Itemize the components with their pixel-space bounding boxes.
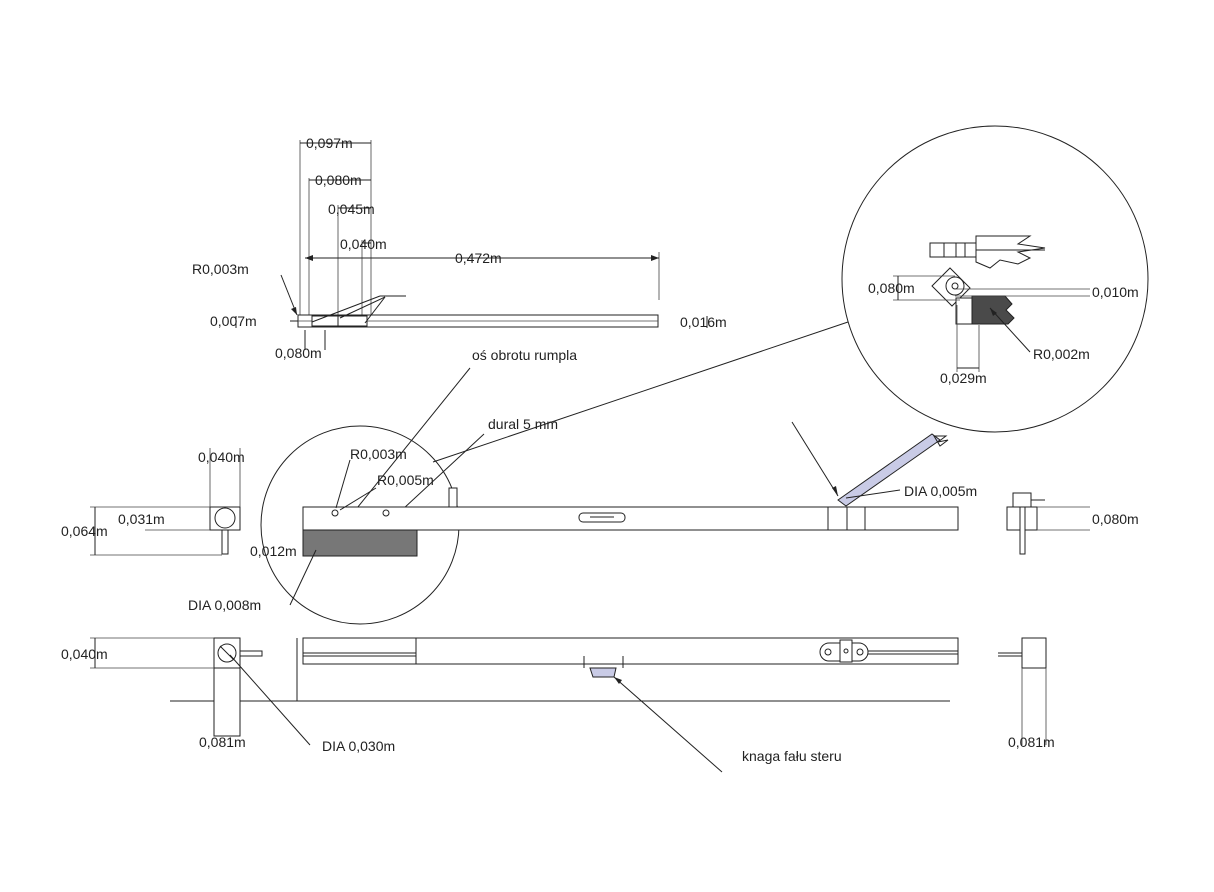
detail-dim-029: 0,029m xyxy=(940,370,987,386)
label-dural: dural 5 mm xyxy=(488,416,558,432)
mid-dim-080: 0,080m xyxy=(1092,511,1139,527)
mid-dia-008: DIA 0,008m xyxy=(188,597,261,613)
radius-top: R0,003m xyxy=(192,261,249,277)
bottom-dia-030: DIA 0,030m xyxy=(322,738,395,754)
detail-radius: R0,002m xyxy=(1033,346,1090,362)
detail-dim-010: 0,010m xyxy=(1092,284,1139,300)
bottom-dim-081-right: 0,081m xyxy=(1008,734,1055,750)
mid-radius-1: R0,003m xyxy=(350,446,407,462)
bottom-view xyxy=(90,637,1047,773)
dim-top-016: 0,016m xyxy=(680,314,727,330)
mid-dim-064: 0,064m xyxy=(61,523,108,539)
mid-dim-012: 0,012m xyxy=(250,543,297,559)
detail-dim-080: 0,080m xyxy=(868,280,915,296)
middle-view xyxy=(90,421,1090,625)
mid-dim-040: 0,040m xyxy=(198,449,245,465)
dim-top-080: 0,080m xyxy=(315,172,362,188)
dim-top-472: 0,472m xyxy=(455,250,502,266)
label-tiller-axis: oś obrotu rumpla xyxy=(472,347,577,363)
dim-top-080b: 0,080m xyxy=(275,345,322,361)
dim-top-007: 0,007m xyxy=(210,313,257,329)
top-view xyxy=(235,140,708,350)
mid-dia-005: DIA 0,005m xyxy=(904,483,977,499)
detail-circle xyxy=(432,125,1149,463)
mid-radius-2: R0,005m xyxy=(377,472,434,488)
dim-top-097: 0,097m xyxy=(306,135,353,151)
dim-top-040: 0,040m xyxy=(340,236,387,252)
mid-dim-031: 0,031m xyxy=(118,511,165,527)
bottom-dim-081-left: 0,081m xyxy=(199,734,246,750)
label-cleat: knaga fału steru xyxy=(742,748,842,764)
bottom-dim-040: 0,040m xyxy=(61,646,108,662)
dim-top-045: 0,045m xyxy=(328,201,375,217)
